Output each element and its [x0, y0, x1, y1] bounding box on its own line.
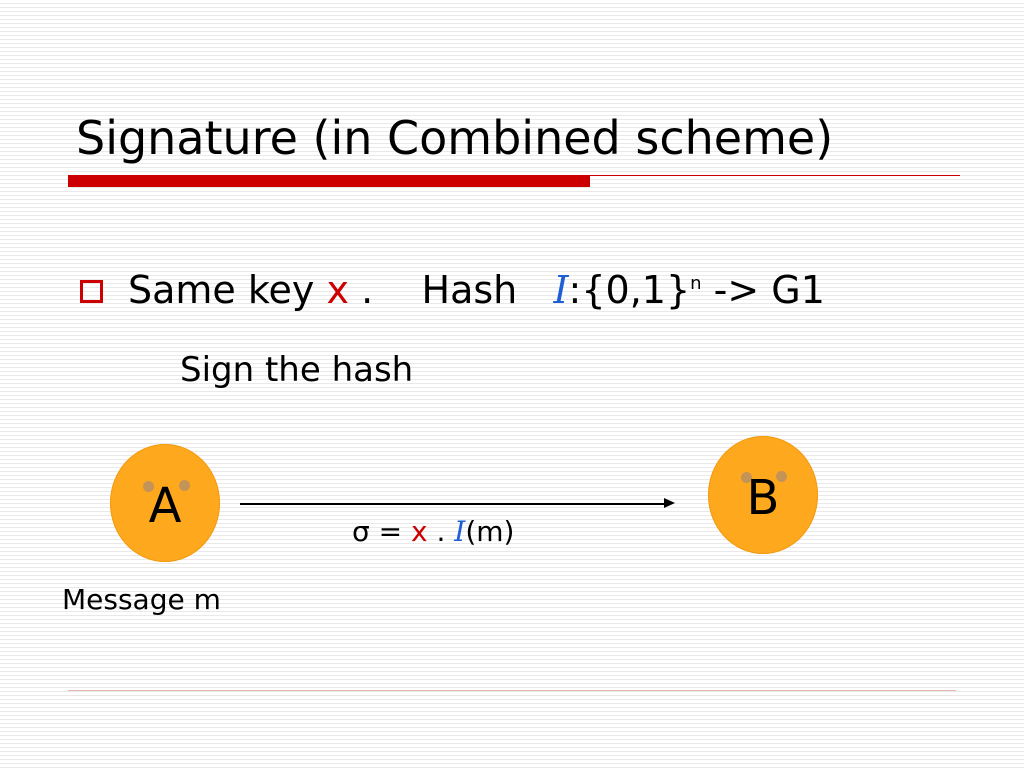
node-a-right-eye-icon [179, 480, 190, 491]
node-b-right-eye-icon [776, 471, 787, 482]
formula-argument: (m) [465, 515, 515, 548]
signature-formula: σ = x . I(m) [352, 514, 514, 550]
formula-hash-function: I [454, 515, 466, 548]
domain-exponent: n [690, 273, 702, 294]
arrow-head-icon [664, 498, 675, 508]
formula-dot: . [427, 515, 455, 548]
node-a-label: A [148, 478, 182, 534]
node-b-circle [708, 436, 818, 554]
hash-function: I [553, 268, 569, 312]
node-b-label: B [746, 470, 780, 526]
key-variable: x [326, 268, 350, 312]
hash-label: Hash [421, 268, 518, 312]
hash-codomain: -> G1 [713, 268, 825, 312]
sigma-equals: σ = [352, 515, 412, 548]
title-underline-thick [68, 175, 590, 187]
footer-divider [68, 690, 956, 691]
title-underline-thin [590, 175, 960, 176]
bullet-text: Same key x . Hash I:{0,1}n -> G1 [128, 266, 825, 322]
sign-the-hash-text: Sign the hash [180, 350, 414, 390]
arrow-line [240, 503, 666, 505]
slide-title: Signature (in Combined scheme) [76, 111, 834, 165]
separator-dot: . [361, 268, 374, 312]
message-label: Message m [62, 583, 221, 616]
node-b-left-eye-icon [741, 472, 752, 483]
hash-domain: :{0,1} [568, 268, 691, 312]
square-bullet-icon [80, 280, 103, 303]
node-a-circle [110, 444, 220, 562]
node-a-left-eye-icon [143, 481, 154, 492]
same-key-label: Same key [128, 268, 315, 312]
formula-key-variable: x [411, 515, 428, 548]
